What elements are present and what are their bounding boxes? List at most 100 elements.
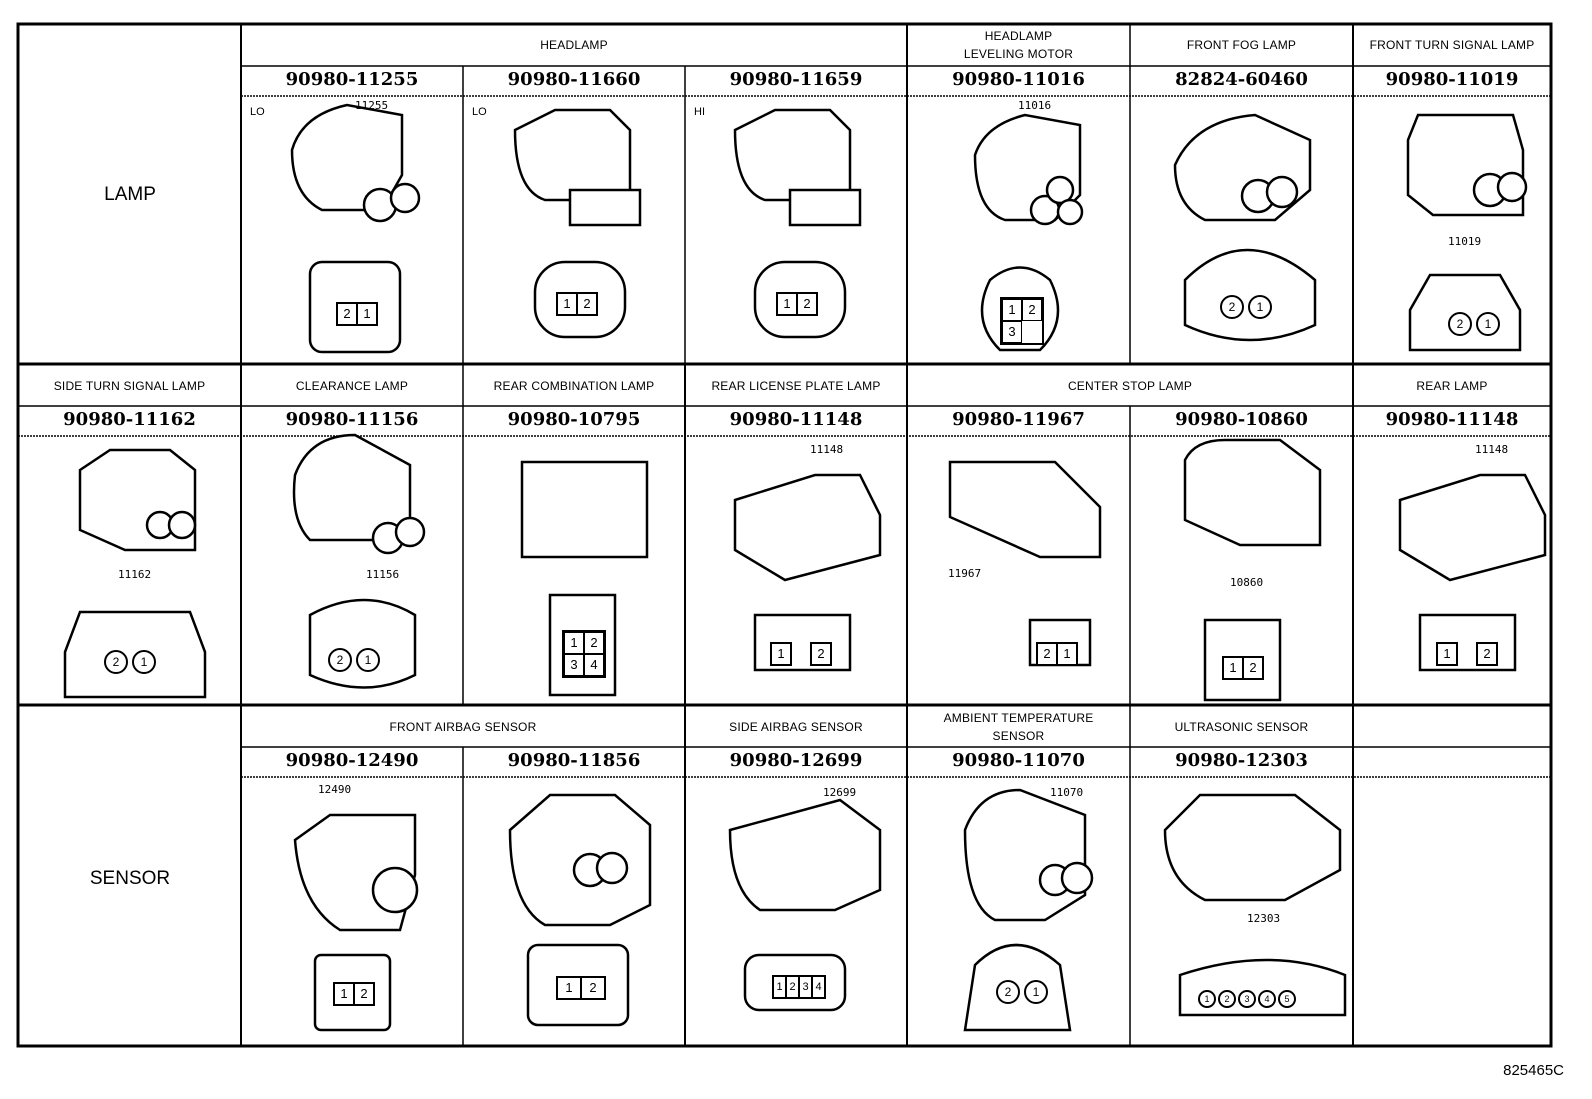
- pin-number: 4: [811, 977, 824, 997]
- pinout: 1 2: [776, 292, 818, 316]
- pin-number: 1: [356, 304, 376, 324]
- part-number: 82824-60460: [1175, 69, 1308, 90]
- callout-label: 12490: [318, 783, 352, 796]
- pin-number: 2: [1043, 646, 1051, 661]
- pin-number: 2: [1220, 295, 1244, 319]
- variant-label: LO: [250, 106, 265, 118]
- pinout: 1 2: [333, 982, 375, 1006]
- pin-number: 2: [996, 980, 1020, 1004]
- pin-number: 1: [1024, 980, 1048, 1004]
- variant-label: LO: [472, 106, 487, 118]
- pin-number: 1: [563, 296, 571, 311]
- callout-label: 10860: [1230, 576, 1264, 589]
- part-number: 90980-12303: [1175, 750, 1308, 771]
- callout-label: 12303: [1247, 912, 1281, 925]
- section-label-lamp: LAMP: [104, 184, 156, 205]
- pinout: 1 2 3 4: [562, 630, 606, 678]
- part-number: 90980-12490: [285, 750, 419, 771]
- callout-label: 11070: [1050, 786, 1084, 799]
- pin-number: 2: [810, 642, 832, 666]
- part-number: 90980-10860: [1175, 409, 1308, 430]
- part-number: 90980-11967: [952, 409, 1085, 430]
- pin-number: 2: [104, 650, 128, 674]
- header-rear-lamp: REAR LAMP: [1416, 379, 1488, 393]
- pin-number: 4: [1258, 990, 1276, 1008]
- pin-number: 4: [584, 654, 604, 676]
- pin-number: 1: [1476, 312, 1500, 336]
- pinout: 1 2: [1436, 642, 1498, 666]
- header-headlamp: HEADLAMP: [540, 38, 608, 52]
- callout-label: 11148: [1475, 443, 1509, 456]
- header-ambient-temperature-line2: SENSOR: [992, 729, 1045, 743]
- part-number: 90980-11856: [507, 750, 641, 771]
- pin-number: 1: [1002, 299, 1022, 321]
- part-number: 90980-11019: [1385, 69, 1519, 90]
- callout-label: 11156: [366, 568, 400, 581]
- variant-label: HI: [694, 106, 705, 118]
- pinout: 1 2 3 4: [772, 975, 826, 999]
- header-ambient-temperature-line1: AMBIENT TEMPERATURE: [943, 711, 1094, 725]
- part-number: 90980-11070: [952, 750, 1085, 771]
- pin-number: 1: [783, 296, 791, 311]
- pinout: 2 1: [1220, 295, 1272, 319]
- pin-number: 1: [564, 632, 584, 654]
- pin-number: 1: [565, 980, 573, 995]
- pinout: 1 2: [556, 292, 598, 316]
- pin-number: 2: [576, 294, 596, 314]
- pin-number: 1: [340, 986, 348, 1001]
- header-leveling-motor-line1: HEADLAMP: [984, 29, 1053, 43]
- pinout: 2 1: [1036, 642, 1078, 666]
- part-number: 90980-11156: [285, 409, 419, 430]
- pin-number: 2: [1448, 312, 1472, 336]
- pinout: 2 1: [336, 302, 378, 326]
- pin-number: 2: [1476, 642, 1498, 666]
- pin-number: 2: [584, 632, 604, 654]
- callout-label: 11016: [1018, 99, 1052, 112]
- pin-number: 2: [1022, 299, 1042, 321]
- pin-number: 2: [353, 984, 373, 1004]
- pinout: 1 2: [556, 976, 606, 1000]
- pin-number: 2: [580, 978, 604, 998]
- pin-number: 3: [1002, 321, 1022, 343]
- pin-number: 5: [1278, 990, 1296, 1008]
- part-number: 90980-11162: [63, 409, 196, 430]
- callout-label: 11967: [948, 567, 982, 580]
- header-rear-license-plate-lamp: REAR LICENSE PLATE LAMP: [711, 379, 881, 393]
- pin-number: 1: [776, 981, 783, 993]
- connector-sketches: [63, 103, 1547, 1032]
- pin-number: 1: [1229, 660, 1237, 675]
- section-label-sensor: SENSOR: [89, 868, 171, 889]
- pin-number: 2: [796, 294, 816, 314]
- part-number: 90980-11016: [952, 69, 1085, 90]
- part-number: 90980-11148: [729, 409, 863, 430]
- header-side-turn-signal-lamp: SIDE TURN SIGNAL LAMP: [53, 379, 206, 393]
- pin-number: 3: [1238, 990, 1256, 1008]
- pinout: 2 1: [328, 648, 380, 672]
- pin-number: 2: [328, 648, 352, 672]
- header-front-turn-signal-lamp: FRONT TURN SIGNAL LAMP: [1369, 38, 1535, 52]
- callout-label: 11162: [118, 568, 152, 581]
- pinout: 2 1: [996, 980, 1048, 1004]
- part-number: 90980-11148: [1385, 409, 1519, 430]
- pinout: 2 1: [104, 650, 156, 674]
- pin-number: 1: [1056, 644, 1076, 664]
- pinout: 1 2 3: [1000, 297, 1044, 345]
- pin-number: 3: [798, 977, 811, 997]
- part-number: 90980-10795: [507, 409, 641, 430]
- pinout: 1 2: [1222, 656, 1264, 680]
- callout-label: 12699: [823, 786, 857, 799]
- header-clearance-lamp: CLEARANCE LAMP: [295, 379, 409, 393]
- callout-label: 11255: [355, 99, 389, 112]
- callout-label: 11019: [1448, 235, 1482, 248]
- header-front-fog-lamp: FRONT FOG LAMP: [1186, 38, 1297, 52]
- pin-number: 2: [1218, 990, 1236, 1008]
- pin-number: 1: [132, 650, 156, 674]
- part-number: 90980-11255: [285, 69, 419, 90]
- pinout: 1 2 3 4 5: [1198, 990, 1296, 1008]
- header-front-airbag-sensor: FRONT AIRBAG SENSOR: [389, 720, 537, 734]
- pin-number: 2: [343, 306, 351, 321]
- header-side-airbag-sensor: SIDE AIRBAG SENSOR: [729, 720, 863, 734]
- pinout: 2 1: [1448, 312, 1500, 336]
